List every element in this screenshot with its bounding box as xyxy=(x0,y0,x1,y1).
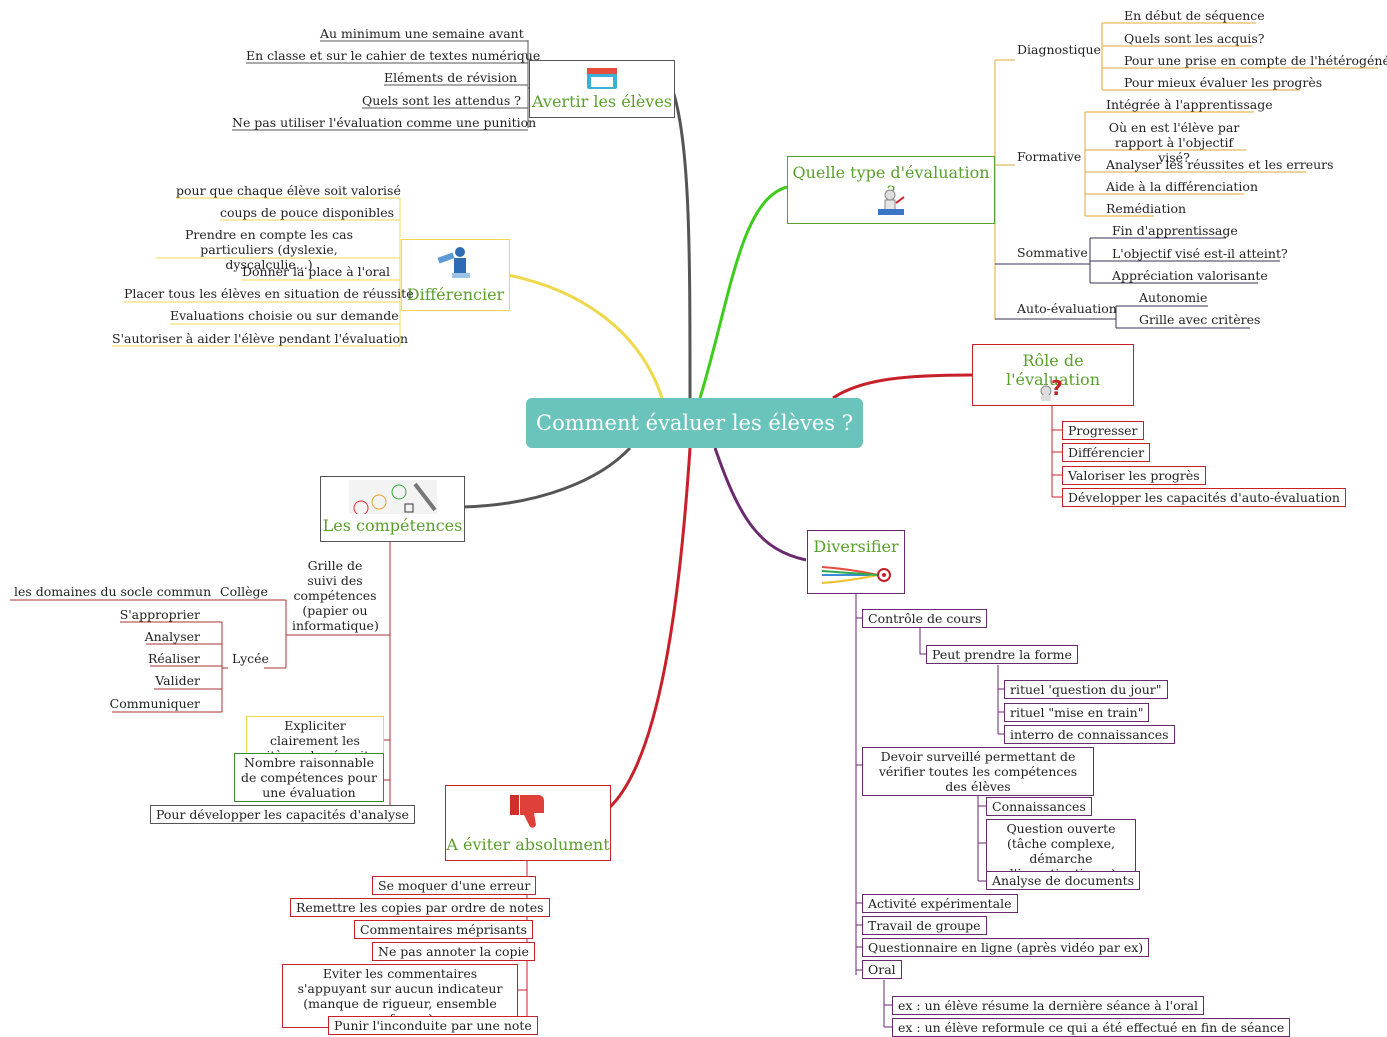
diff-item: S'autoriser à aider l'élève pendant l'év… xyxy=(112,331,409,346)
node-role[interactable]: Rôle de l'évaluation ? xyxy=(972,344,1134,406)
smileys-icon xyxy=(349,480,437,516)
avertir-item: Quels sont les attendus ? xyxy=(362,93,521,108)
formative-item: Où en est l'élève par rapport à l'object… xyxy=(1108,120,1240,165)
college-item: les domaines du socle commun xyxy=(14,584,212,599)
lycee-item: Communiquer xyxy=(109,696,200,711)
formative-item: Intégrée à l'apprentissage xyxy=(1106,97,1273,112)
forme-item: rituel 'question du jour" xyxy=(1004,680,1168,699)
diff-item: Donner la place à l'oral xyxy=(242,264,391,279)
formative-item: Analyser les réussites et les erreurs xyxy=(1106,157,1334,172)
grille-suivi: Grille de suivi des compétences (papier … xyxy=(292,558,379,633)
thumbs-down-icon xyxy=(508,791,548,831)
avertir-item: Ne pas utiliser l'évaluation comme une p… xyxy=(232,115,537,130)
eviter-item: Commentaires méprisants xyxy=(354,920,534,939)
diagnostique-label: Diagnostique xyxy=(1017,42,1101,57)
node-title: A éviter absolument xyxy=(446,835,610,854)
competence-count: Nombre raisonnable de compétences pour u… xyxy=(234,753,384,802)
diversifier-item: Travail de groupe xyxy=(862,916,987,935)
sommative-item: Fin d'apprentissage xyxy=(1112,223,1238,238)
role-item: Différencier xyxy=(1062,443,1151,462)
lycee-item: Valider xyxy=(155,673,200,688)
eviter-item: Punir l'inconduite par une note xyxy=(328,1016,538,1035)
person-podium-icon xyxy=(436,245,472,279)
eviter-item: Ne pas annoter la copie xyxy=(372,942,535,961)
lycee-item: Réaliser xyxy=(147,651,200,666)
peut-prendre-forme: Peut prendre la forme xyxy=(926,645,1078,664)
college-label: Collège xyxy=(220,584,268,599)
role-item: Progresser xyxy=(1062,421,1144,440)
node-title: Diversifier xyxy=(813,537,899,556)
node-eviter[interactable]: A éviter absolument xyxy=(445,785,611,861)
diff-item: pour que chaque élève soit valorisé xyxy=(176,183,401,198)
diagnostique-item: Pour une prise en compte de l'hétérogéné… xyxy=(1124,53,1387,68)
devoir-item: Analyse de documents xyxy=(986,871,1141,890)
node-title: Différencier xyxy=(406,285,505,304)
auto-evaluation-item: Autonomie xyxy=(1139,290,1208,305)
sommative-label: Sommative xyxy=(1017,245,1088,260)
diff-item: Prendre en compte les cas particuliers (… xyxy=(184,227,354,272)
svg-text:?: ? xyxy=(1051,376,1063,400)
diff-item: coups de pouce disponibles xyxy=(220,205,395,220)
avertir-item: En classe et sur le cahier de textes num… xyxy=(246,48,541,63)
forme-item: rituel "mise en train" xyxy=(1004,703,1150,722)
diversifier-item: Activité expérimentale xyxy=(862,894,1018,913)
question-figure-icon: ? xyxy=(1037,375,1067,401)
controle-cours: Contrôle de cours xyxy=(862,609,988,628)
central-topic[interactable]: Comment évaluer les élèves ? xyxy=(526,398,863,448)
lycee-item: S'approprier xyxy=(119,607,200,622)
sommative-item: Appréciation valorisante xyxy=(1112,268,1268,283)
diversifier-item: Questionnaire en ligne (après vidéo par … xyxy=(862,938,1150,957)
diagnostique-item: Quels sont les acquis? xyxy=(1124,31,1265,46)
lycee-item: Analyser xyxy=(144,629,200,644)
oral-item: ex : un élève résume la dernière séance … xyxy=(892,996,1205,1015)
avertir-item: Au minimum une semaine avant xyxy=(320,26,524,41)
auto-evaluation-item: Grille avec critères xyxy=(1139,312,1261,327)
role-item: Développer les capacités d'auto-évaluati… xyxy=(1062,488,1346,507)
node-type-evaluation[interactable]: Quelle type d'évaluation ? xyxy=(787,156,995,224)
diagnostique-item: En début de séquence xyxy=(1124,8,1265,23)
evaluation-figure-icon xyxy=(876,189,906,217)
sommative-item: L'objectif visé est-il atteint? xyxy=(1112,246,1288,261)
formative-label: Formative xyxy=(1017,149,1082,164)
formative-item: Remédiation xyxy=(1106,201,1187,216)
eviter-item: Remettre les copies par ordre de notes xyxy=(290,898,550,917)
oral-label: Oral xyxy=(862,960,902,979)
oral-item: ex : un élève reformule ce qui a été eff… xyxy=(892,1018,1291,1037)
devoir-surveille: Devoir surveillé permettant de vérifier … xyxy=(862,747,1094,796)
node-title: Avertir les élèves xyxy=(532,92,672,111)
role-item: Valoriser les progrès xyxy=(1062,466,1206,485)
node-diversifier[interactable]: Diversifier xyxy=(807,530,905,594)
target-arrows-icon xyxy=(820,561,892,589)
formative-item: Aide à la différenciation xyxy=(1106,179,1258,194)
node-competences[interactable]: Les compétences xyxy=(320,476,465,542)
forme-item: interro de connaissances xyxy=(1004,725,1175,744)
eviter-item: Se moquer d'une erreur xyxy=(372,876,537,895)
node-differencier[interactable]: Différencier xyxy=(401,239,510,311)
auto-evaluation-label: Auto-évaluation xyxy=(1017,301,1117,316)
node-avertir[interactable]: Avertir les élèves xyxy=(529,60,675,118)
node-title: Rôle de l'évaluation xyxy=(1005,351,1100,389)
node-title: Les compétences xyxy=(322,516,463,535)
lycee-label: Lycée xyxy=(232,651,269,666)
eviter-item: Eviter les commentaires s'appuyant sur a… xyxy=(282,964,518,1028)
avertir-item: Eléments de révision xyxy=(384,70,518,85)
calendar-icon xyxy=(586,66,618,90)
diff-item: Evaluations choisie ou sur demande xyxy=(170,308,399,323)
devoir-item: Connaissances xyxy=(986,797,1092,816)
diagnostique-item: Pour mieux évaluer les progrès xyxy=(1124,75,1323,90)
diff-item: Placer tous les élèves en situation de r… xyxy=(124,286,414,301)
competence-analysis: Pour développer les capacités d'analyse xyxy=(150,805,415,824)
